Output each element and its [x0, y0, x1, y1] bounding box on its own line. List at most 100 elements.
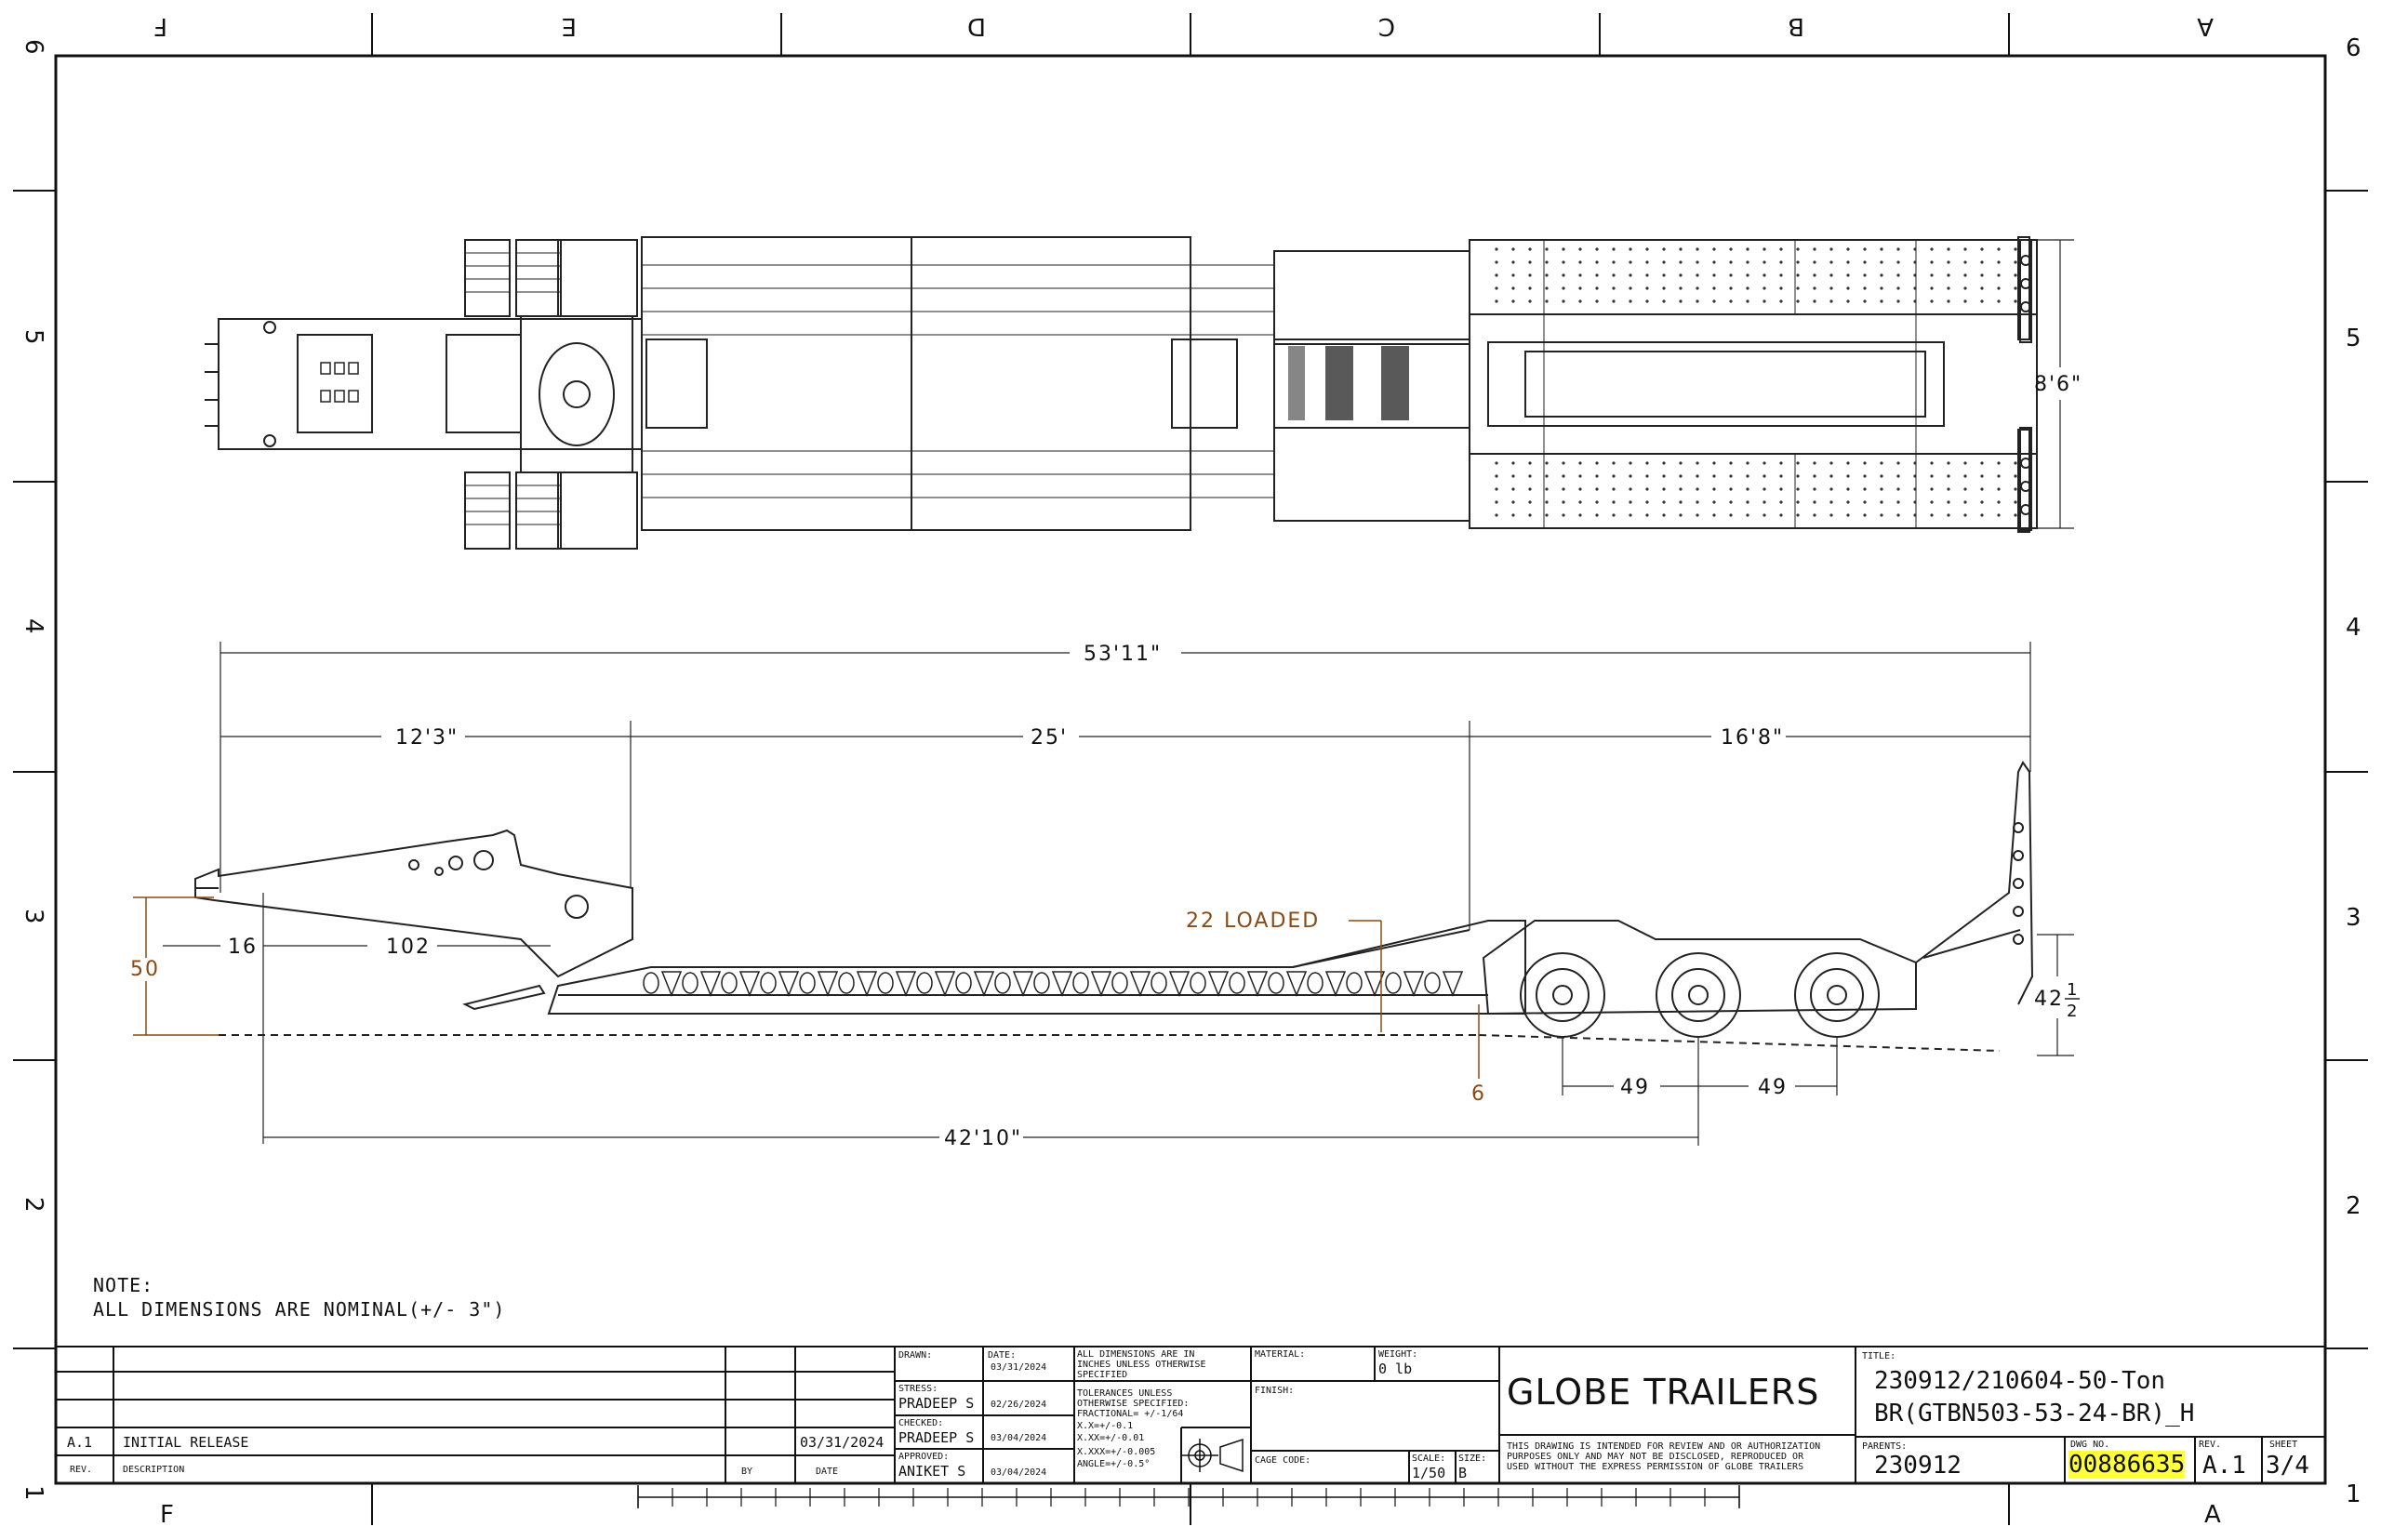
tread-dot	[1645, 299, 1649, 303]
tread-dot	[1595, 260, 1599, 264]
deck-hole	[838, 972, 855, 994]
deck-gusset	[934, 971, 956, 998]
tread-dot	[1997, 260, 2001, 264]
tread-dot	[1963, 500, 1967, 504]
tread-dot	[1595, 299, 1599, 303]
tread-dot	[1612, 286, 1616, 290]
deck-gusset	[895, 971, 917, 998]
tread-dot	[1863, 500, 1867, 504]
tread-dot	[1712, 487, 1716, 491]
tread-dot	[1495, 474, 1498, 478]
deck-hole	[1307, 972, 1324, 994]
checked-label: CHECKED:	[898, 1418, 944, 1428]
tread-dot	[1930, 513, 1934, 517]
tread-dot	[1980, 273, 1984, 277]
tread-dot	[1679, 286, 1683, 290]
zone-row-1: 1	[20, 1485, 47, 1501]
tread-dot	[1930, 286, 1934, 290]
tread-dot	[1796, 299, 1800, 303]
tread-dot	[1645, 487, 1649, 491]
stress-label: STRESS:	[898, 1384, 938, 1394]
tread-dot	[1829, 500, 1833, 504]
deck-hole	[721, 972, 738, 994]
tread-dot	[1896, 487, 1900, 491]
tread-dot	[1545, 513, 1549, 517]
tread-dot	[1963, 474, 1967, 478]
tread-dot	[1813, 273, 1816, 277]
trailer-side-view	[194, 761, 2034, 1038]
tread-dot	[1846, 500, 1850, 504]
tread-dot	[1746, 487, 1749, 491]
tread-dot	[1528, 487, 1532, 491]
tread-dot	[1930, 487, 1934, 491]
parents-label: PARENTS:	[1862, 1441, 1908, 1452]
tread-dot	[1980, 260, 1984, 264]
zone-col-b: B	[1788, 12, 1804, 40]
tread-dot	[1696, 487, 1699, 491]
tread-dot	[1729, 286, 1733, 290]
tread-dot	[1562, 260, 1565, 264]
deck-gusset	[1012, 971, 1034, 998]
checked-date: 03/04/2024	[991, 1433, 1047, 1443]
tread-dot	[1696, 286, 1699, 290]
tread-dot	[1963, 286, 1967, 290]
tread-dot	[1746, 461, 1749, 465]
tolerance-line-8: X.XX=+/-0.01	[1077, 1433, 1145, 1443]
finish-label: FINISH:	[1255, 1386, 1295, 1396]
tread-dot	[1880, 500, 1883, 504]
ramp-height-numerator: 1	[2067, 980, 2079, 1000]
tread-dot	[1813, 461, 1816, 465]
tread-dot	[1712, 299, 1716, 303]
tread-dot	[1746, 513, 1749, 517]
tread-dot	[2014, 461, 2017, 465]
zone-row-4-right: 4	[2346, 614, 2361, 642]
tread-dot	[1762, 286, 1766, 290]
tread-dot	[1645, 461, 1649, 465]
tread-dot	[1612, 299, 1616, 303]
tread-dot	[1913, 500, 1917, 504]
axle-spacing-1-label: 49	[1620, 1076, 1650, 1099]
tread-dot	[1595, 513, 1599, 517]
tread-dot	[1612, 500, 1616, 504]
deck-gusset	[817, 971, 839, 998]
deck-hole	[916, 972, 933, 994]
tread-dot	[1762, 260, 1766, 264]
tread-dot	[1796, 500, 1800, 504]
rear-length-label: 16'8"	[1721, 726, 1784, 750]
tread-dot	[1629, 247, 1632, 251]
tread-dot	[1511, 461, 1515, 465]
tread-dot	[1813, 513, 1816, 517]
tread-dot	[1645, 260, 1649, 264]
tread-dot	[1829, 273, 1833, 277]
tread-dot	[1712, 500, 1716, 504]
title-block-grid	[56, 1346, 2325, 1483]
tread-dot	[1696, 273, 1699, 277]
tread-dot	[1578, 500, 1582, 504]
tread-dot	[2014, 299, 2017, 303]
tread-dot	[1595, 500, 1599, 504]
tread-dot	[1528, 286, 1532, 290]
tread-dot	[1662, 461, 1666, 465]
tread-dot	[1528, 513, 1532, 517]
tread-dot	[1662, 260, 1666, 264]
tread-dot	[1947, 487, 1950, 491]
tread-dot	[1779, 273, 1783, 277]
deck-gusset	[660, 971, 683, 998]
deck-gusset	[1363, 971, 1386, 998]
tread-dot	[1645, 500, 1649, 504]
tread-dot	[1746, 286, 1749, 290]
tread-dot	[1947, 260, 1950, 264]
tread-dot	[1896, 247, 1900, 251]
drawn-date: 03/31/2024	[991, 1362, 1047, 1373]
tread-dot	[1880, 487, 1883, 491]
drawn-label: DRAWN:	[898, 1350, 933, 1361]
tread-dot	[1829, 474, 1833, 478]
tolerance-line-9: X.XXX=+/-0.005	[1077, 1447, 1156, 1457]
tread-dot	[1511, 247, 1515, 251]
tread-dot	[1746, 273, 1749, 277]
stress-date: 02/26/2024	[991, 1400, 1047, 1410]
zone-col-a-bottom: A	[2204, 1501, 2221, 1529]
tread-dot	[1495, 513, 1498, 517]
tread-dot	[1729, 461, 1733, 465]
tread-dot	[1947, 461, 1950, 465]
